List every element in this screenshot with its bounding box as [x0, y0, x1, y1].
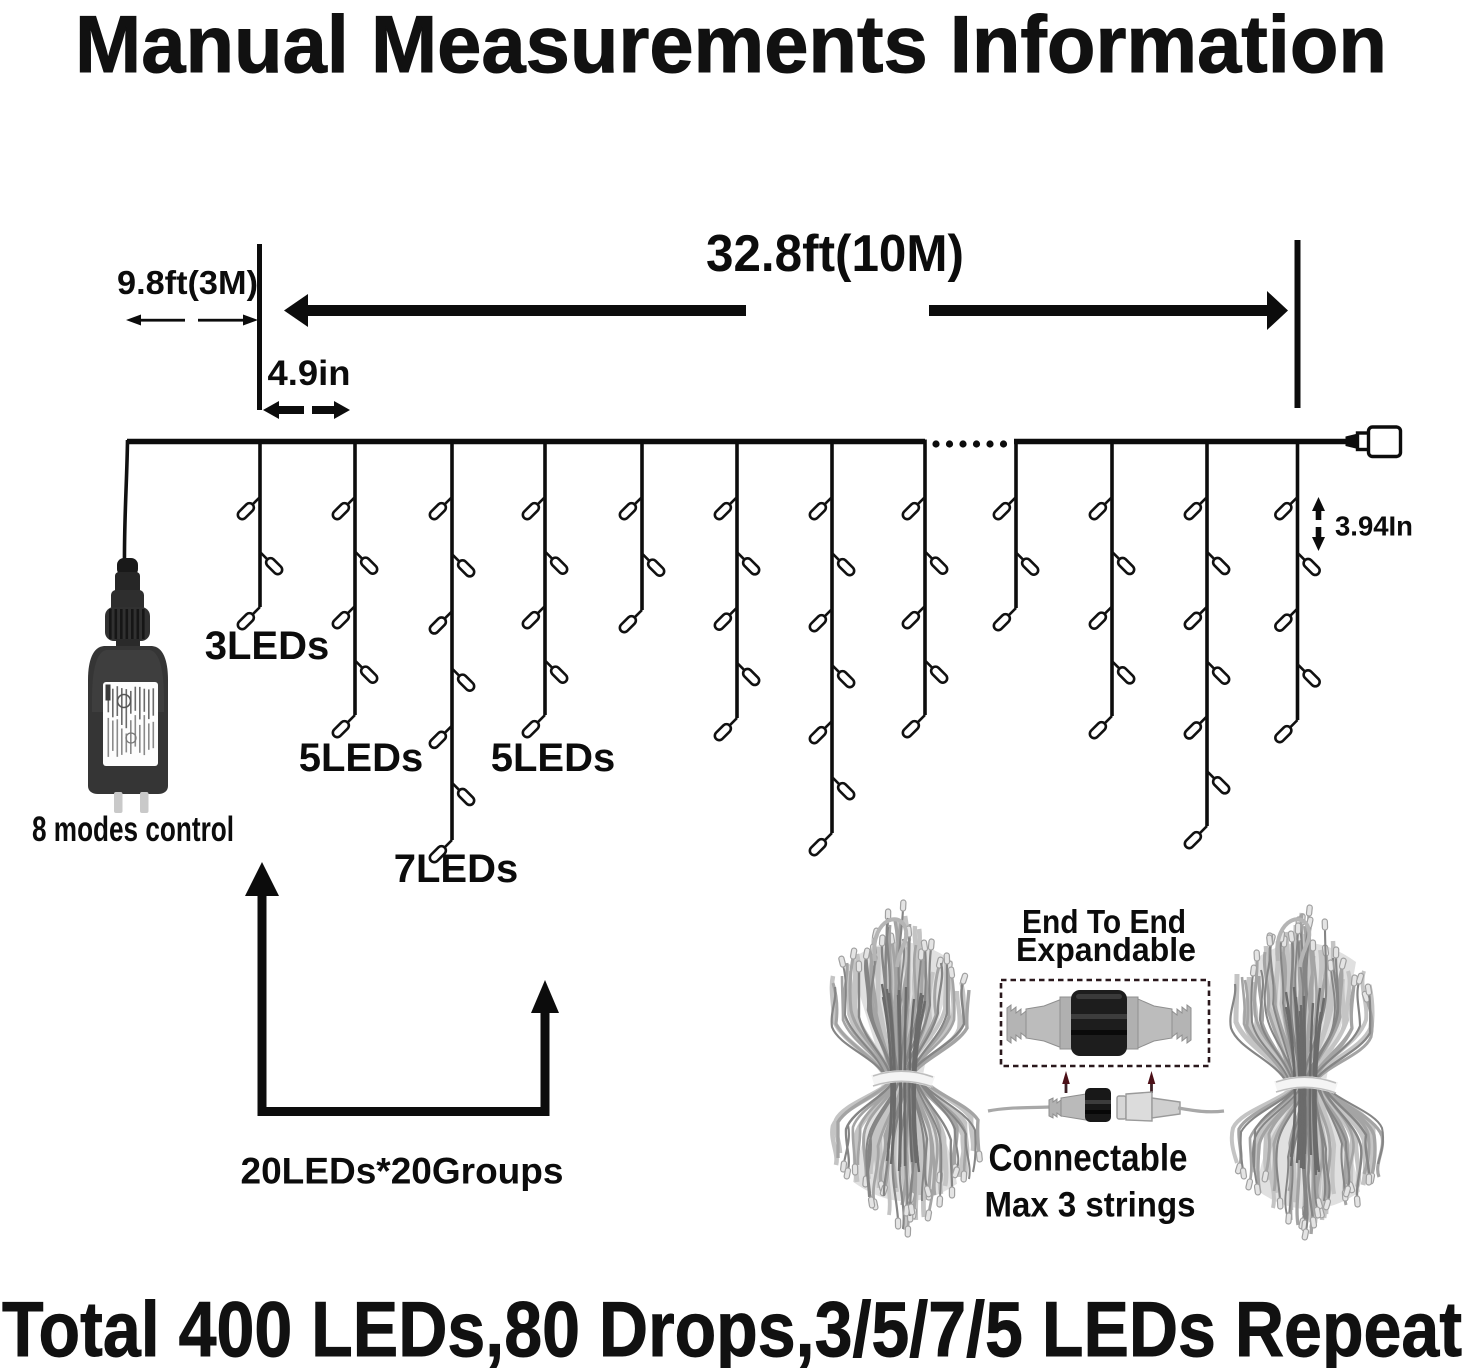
svg-text:Expandable: Expandable — [1016, 931, 1196, 968]
svg-text:5LEDs: 5LEDs — [299, 736, 424, 780]
svg-text:7LEDs: 7LEDs — [394, 847, 519, 891]
svg-text:20LEDs*20Groups: 20LEDs*20Groups — [241, 1151, 564, 1192]
svg-text:Max 3 strings: Max 3 strings — [985, 1186, 1196, 1225]
svg-text:9.8ft(3M): 9.8ft(3M) — [117, 264, 258, 301]
svg-text:32.8ft(10M): 32.8ft(10M) — [706, 225, 964, 283]
svg-text:3.94In: 3.94In — [1335, 511, 1413, 542]
svg-text:8 modes control: 8 modes control — [32, 810, 234, 849]
svg-text:Total 400 LEDs,80 Drops,3/5/7/: Total 400 LEDs,80 Drops,3/5/7/5 LEDs Rep… — [2, 1285, 1462, 1368]
svg-text:3LEDs: 3LEDs — [205, 624, 330, 668]
svg-text:Connectable: Connectable — [989, 1138, 1188, 1180]
svg-text:End To End: End To End — [1022, 903, 1186, 940]
svg-text:Manual Measurements Informatio: Manual Measurements Information — [75, 0, 1387, 90]
svg-text:5LEDs: 5LEDs — [491, 736, 616, 780]
svg-text:4.9in: 4.9in — [268, 354, 351, 393]
